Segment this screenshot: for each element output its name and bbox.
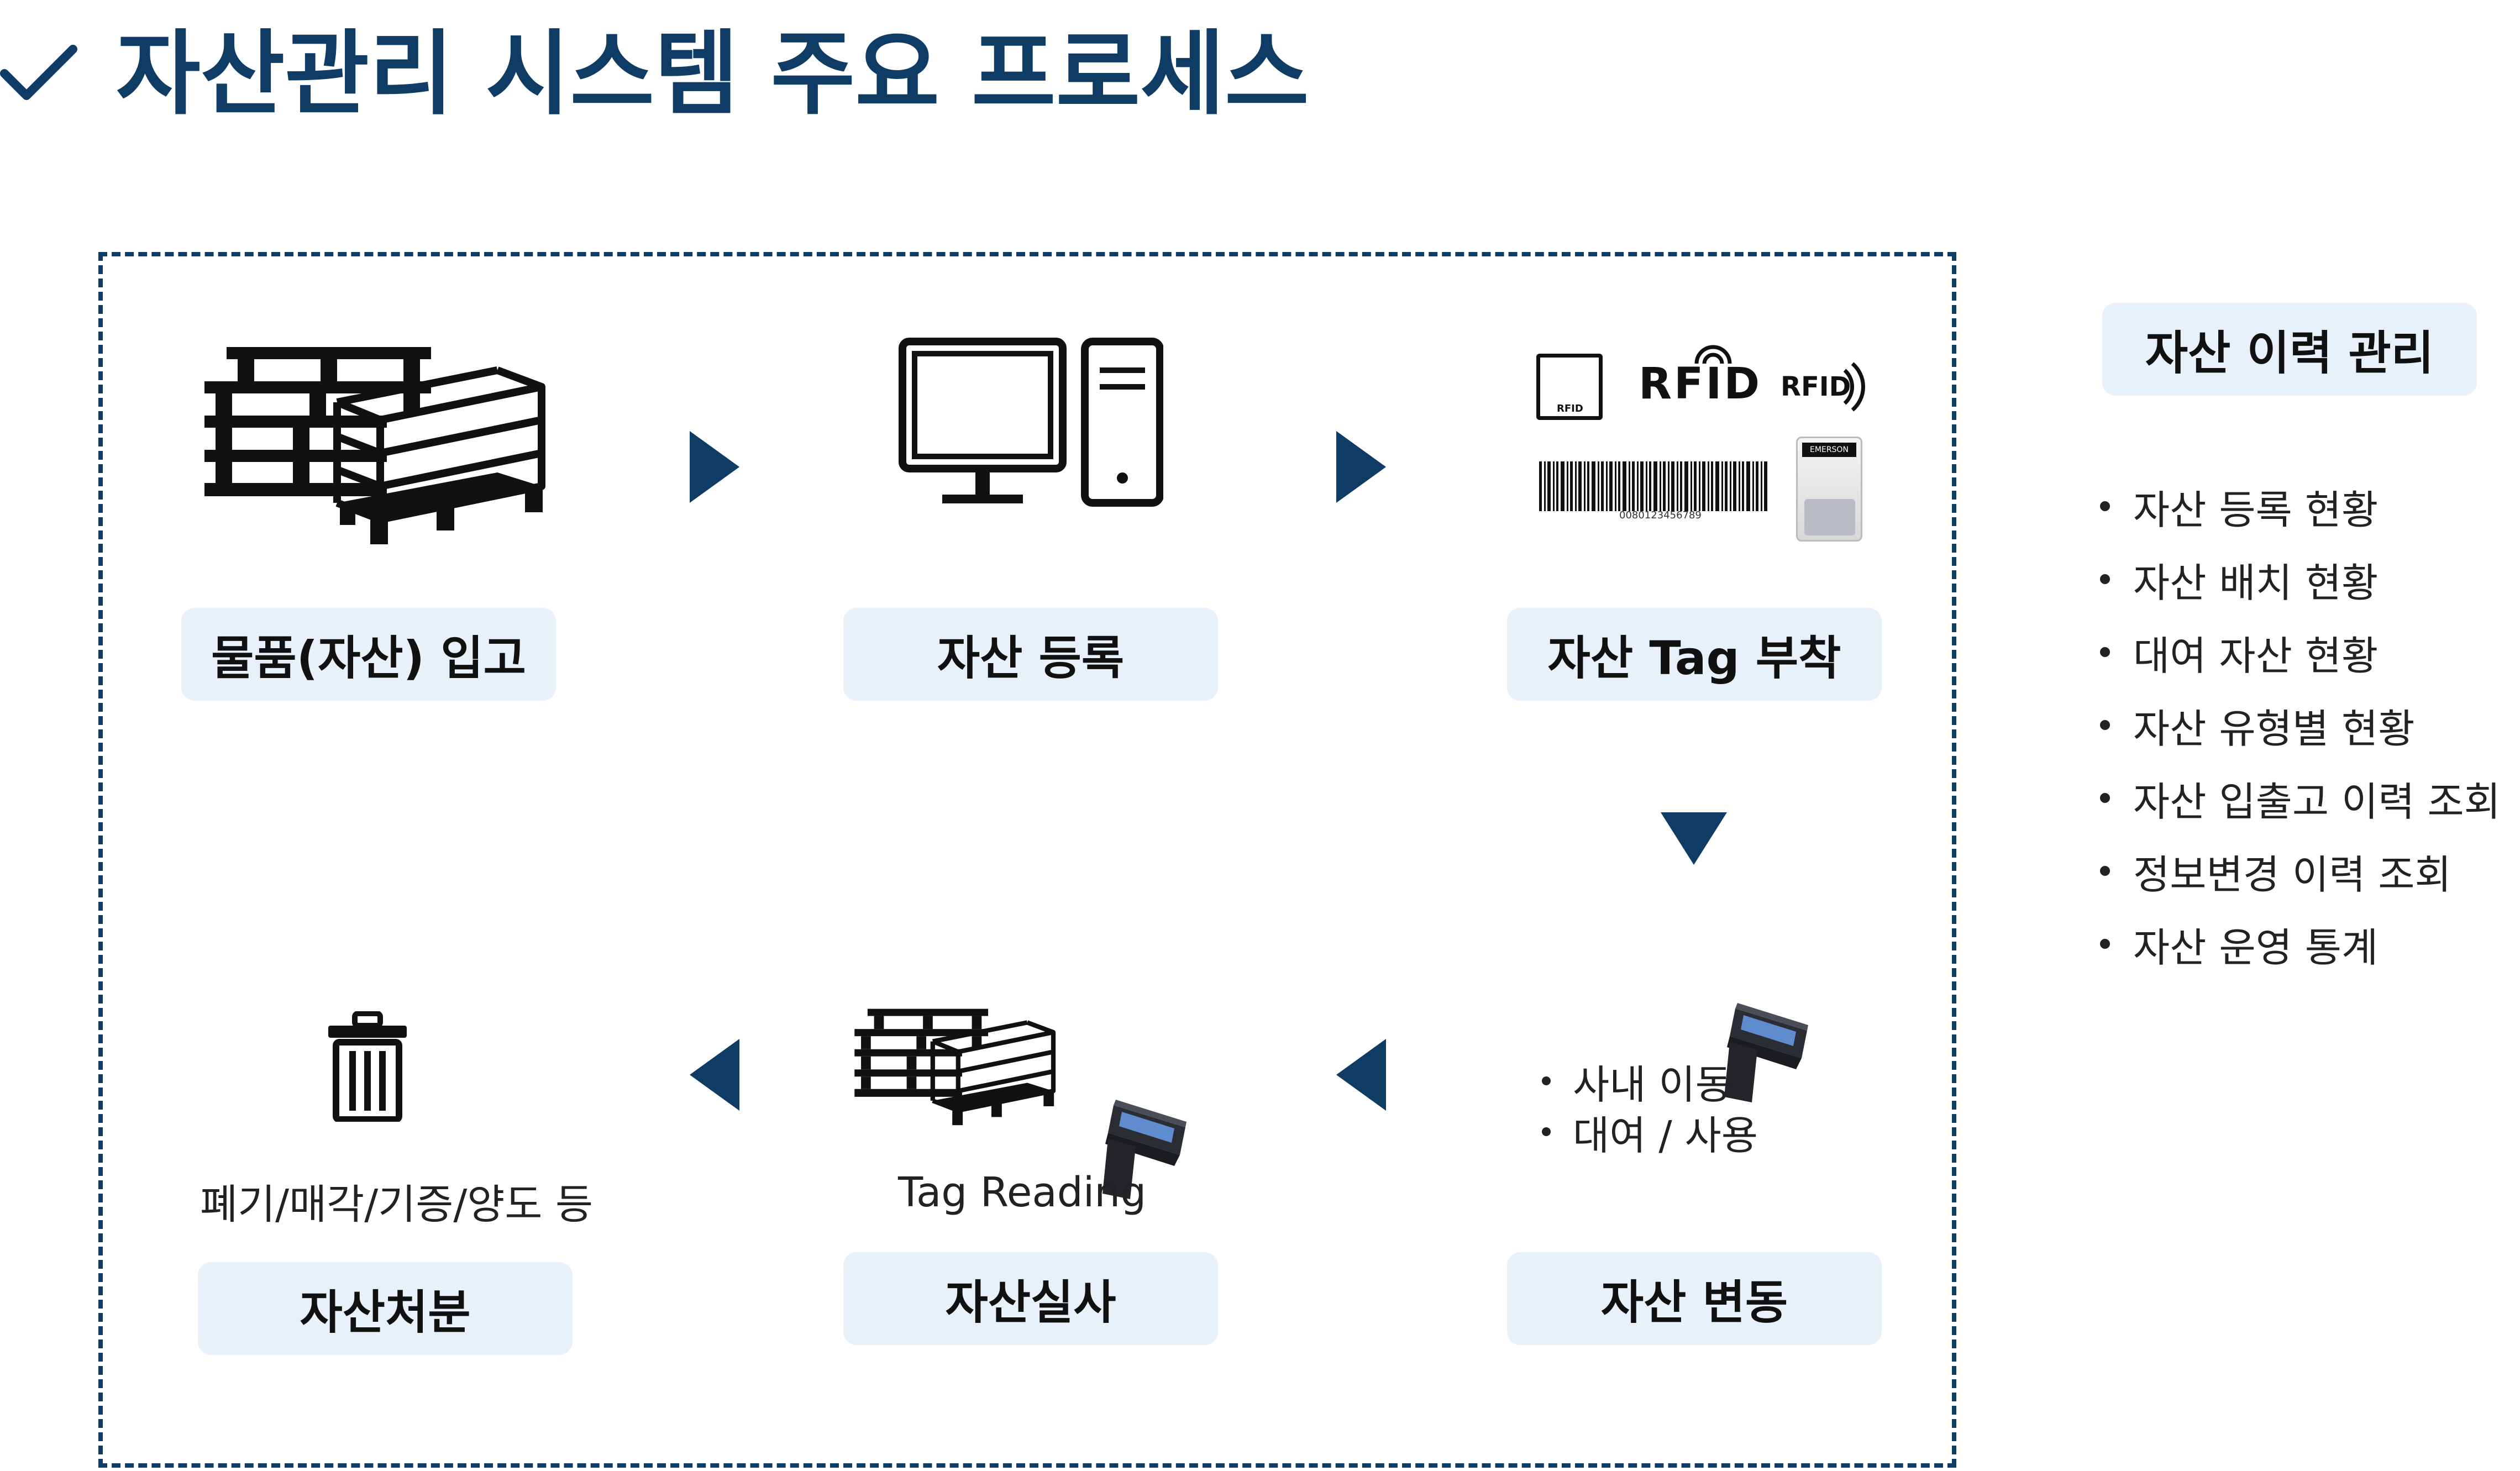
history-item: 자산 운영 통계: [2100, 907, 2501, 980]
barcode-number: 0080123456789: [1619, 509, 1702, 521]
rfid-signal-icon: [1694, 345, 1732, 364]
step-register-label: 자산 등록: [843, 608, 1218, 701]
history-item-text: 자산 등록 현황: [2133, 486, 2379, 533]
rfid-tag-text: RFID: [1557, 403, 1583, 414]
step-dispose-label: 자산처분: [198, 1262, 573, 1355]
page-title: 자산관리 시스템 주요 프로세스: [116, 21, 1309, 128]
history-list: 자산 등록 현황 자산 배치 현황 대여 자산 현황 자산 유형별 현황 자산 …: [2100, 470, 2501, 980]
history-item: 자산 등록 현황: [2100, 470, 2501, 543]
change-item: 사내 이동: [1542, 1055, 1758, 1108]
audit-note: Tag Reading: [898, 1169, 1147, 1216]
history-item-text: 자산 배치 현황: [2133, 559, 2379, 606]
arrow-left-icon: [690, 1039, 739, 1111]
step-audit-label: 자산실사: [843, 1252, 1218, 1345]
history-item: 자산 유형별 현황: [2100, 689, 2501, 761]
process-frame: [98, 252, 1956, 1468]
change-item: 대여 / 사용: [1542, 1106, 1758, 1159]
history-title: 자산 이력 관리: [2102, 303, 2477, 396]
history-item: 대여 자산 현황: [2100, 616, 2501, 689]
handheld-scanner-icon: [1724, 1003, 1808, 1102]
rfid-logo: RFID: [1639, 359, 1762, 409]
pallet-cart-icon: [204, 347, 545, 544]
check-icon: [0, 45, 77, 100]
history-item-text: 자산 운영 통계: [2133, 924, 2379, 971]
step-receive-label: 물품(자산) 입고: [181, 608, 556, 701]
rfid-tag-icon: RFID: [1536, 354, 1603, 420]
barcode-icon: [1539, 461, 1767, 511]
rfid-wave-label: RFID: [1781, 371, 1851, 402]
change-item-text: 사내 이동: [1573, 1061, 1732, 1108]
trash-icon: [328, 1011, 407, 1122]
pallet-cart-icon: [854, 1008, 1056, 1126]
arrow-down-icon: [1661, 812, 1727, 865]
arrow-right-icon: [690, 431, 739, 503]
handheld-scanner-icon: [1102, 1100, 1186, 1199]
history-item-text: 정보변경 이력 조회: [2133, 851, 2451, 898]
history-item: 정보변경 이력 조회: [2100, 834, 2501, 907]
change-item-text: 대여 / 사용: [1573, 1112, 1758, 1159]
history-item: 자산 배치 현황: [2100, 543, 2501, 616]
dispose-note: 폐기/매각/기증/양도 등: [200, 1181, 594, 1228]
desktop-computer-icon: [899, 338, 1163, 507]
arrow-left-icon: [1336, 1039, 1386, 1111]
wireless-wave-icon: [1843, 362, 1865, 412]
arrow-right-icon: [1336, 431, 1386, 503]
rfid-device-icon: EMERSON: [1796, 437, 1862, 542]
step-tag-label: 자산 Tag 부착: [1507, 608, 1882, 701]
history-item-text: 자산 유형별 현황: [2133, 705, 2415, 752]
change-list: 사내 이동 대여 / 사용: [1542, 1055, 1758, 1159]
history-item: 자산 입출고 이력 조회: [2100, 761, 2501, 834]
device-brand: EMERSON: [1802, 443, 1856, 457]
history-item-text: 자산 입출고 이력 조회: [2133, 778, 2501, 825]
step-change-label: 자산 변동: [1507, 1252, 1882, 1345]
history-item-text: 대여 자산 현황: [2133, 632, 2379, 679]
